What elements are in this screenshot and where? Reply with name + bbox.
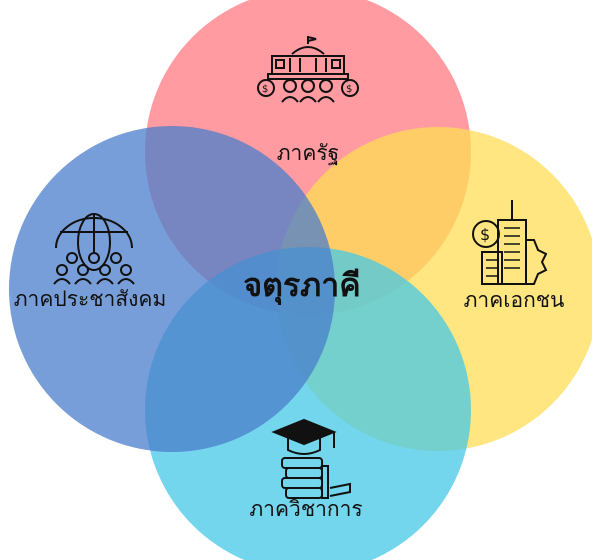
private-sector-label: ภาคเอกชน [464, 288, 565, 312]
civil-society-circle [9, 126, 335, 452]
civil-society-label: ภาคประชาสังคม [14, 287, 167, 311]
global-community-icon [53, 213, 135, 285]
government-label: ภาครัฐ [277, 141, 340, 165]
center-label: จตุรภาคี [243, 266, 360, 306]
svg-text:$: $ [262, 84, 268, 95]
government-building-icon: $ $ [257, 36, 359, 103]
graduation-books-icon [271, 418, 351, 499]
business-buildings-icon: $ [472, 200, 548, 285]
svg-text:$: $ [480, 225, 490, 244]
academic-label: ภาควิชาการ [249, 497, 362, 521]
svg-text:$: $ [346, 84, 352, 95]
